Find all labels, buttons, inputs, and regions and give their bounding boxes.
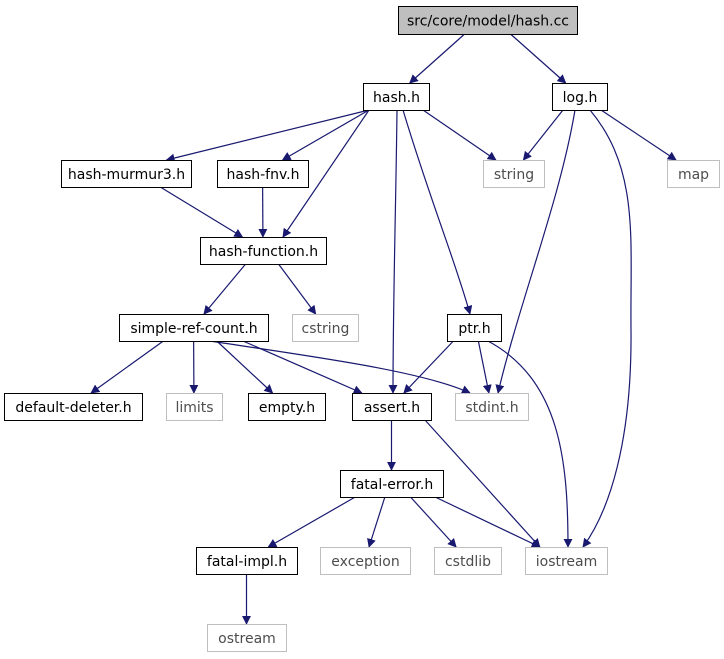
edge-hash-h-to-hash-function-h bbox=[282, 109, 370, 238]
edge-hash-h-to-string bbox=[422, 109, 497, 161]
node-assert-h[interactable]: assert.h bbox=[352, 393, 432, 421]
nodes-layer: src/core/model/hash.cc hash.h log.h hash-mu… bbox=[4, 6, 720, 652]
node-default-deleter-h-box bbox=[4, 393, 143, 421]
node-cstring: cstring bbox=[292, 314, 359, 342]
edge-root-to-log-h bbox=[510, 33, 567, 84]
edge-log-h-to-iostream bbox=[582, 109, 632, 548]
edge-log-h-to-map bbox=[600, 109, 677, 161]
edge-hash-h-to-ptr-h bbox=[402, 109, 473, 315]
node-fatal-impl-h-box bbox=[196, 547, 298, 575]
edge-hash-h-to-assert-h bbox=[388, 109, 398, 394]
node-fatal-error-h-label: fatal-error.h bbox=[351, 477, 433, 493]
node-fatal-impl-h[interactable]: fatal-impl.h bbox=[196, 547, 298, 575]
node-empty-h[interactable]: empty.h bbox=[248, 393, 326, 421]
node-simple-ref-count-h-box bbox=[119, 314, 269, 342]
node-fatal-error-h[interactable]: fatal-error.h bbox=[340, 470, 444, 498]
node-map-box bbox=[667, 160, 720, 188]
edge-fatal-error-h-to-iostream bbox=[434, 496, 541, 548]
edge-assert-h-to-iostream bbox=[424, 419, 541, 548]
node-hash-fnv-h[interactable]: hash-fnv.h bbox=[217, 160, 309, 188]
edge-ptr-h-to-stdint-h bbox=[477, 340, 492, 394]
node-log-h-label: log.h bbox=[563, 90, 598, 106]
node-assert-h-box bbox=[352, 393, 432, 421]
node-hash-function-h-label: hash-function.h bbox=[209, 244, 318, 260]
edge-ptr-h-to-iostream bbox=[487, 340, 573, 548]
edge-ptr-h-to-assert-h bbox=[403, 340, 454, 394]
node-iostream: iostream bbox=[525, 547, 608, 575]
node-stdint-h: stdint.h bbox=[455, 393, 529, 421]
node-exception-label: exception bbox=[331, 554, 399, 570]
node-cstring-label: cstring bbox=[302, 321, 350, 337]
node-log-h[interactable]: log.h bbox=[552, 83, 608, 111]
node-default-deleter-h[interactable]: default-deleter.h bbox=[4, 393, 143, 421]
edge-simple-ref-count-h-to-empty-h bbox=[216, 340, 274, 394]
node-fatal-error-h-box bbox=[340, 470, 444, 498]
node-hash-fnv-h-box bbox=[217, 160, 309, 188]
node-exception-box bbox=[320, 547, 411, 575]
node-fatal-impl-h-label: fatal-impl.h bbox=[207, 554, 287, 570]
node-iostream-box bbox=[525, 547, 608, 575]
node-ptr-h-box bbox=[447, 314, 502, 342]
node-string-label: string bbox=[494, 167, 534, 183]
edge-fatal-error-h-to-cstdlib bbox=[410, 496, 457, 548]
node-limits-box bbox=[166, 393, 223, 421]
edges-layer bbox=[90, 33, 677, 625]
node-default-deleter-h-label: default-deleter.h bbox=[15, 400, 131, 416]
node-hash-h-label: hash.h bbox=[373, 90, 420, 106]
node-ostream-box bbox=[207, 624, 287, 652]
node-ptr-h[interactable]: ptr.h bbox=[447, 314, 502, 342]
node-exception: exception bbox=[320, 547, 411, 575]
node-assert-h-label: assert.h bbox=[364, 400, 420, 416]
edge-hash-function-h-to-cstring bbox=[278, 263, 317, 315]
node-simple-ref-count-h[interactable]: simple-ref-count.h bbox=[119, 314, 269, 342]
node-cstdlib: cstdlib bbox=[434, 547, 502, 575]
node-limits: limits bbox=[166, 393, 223, 421]
edge-simple-ref-count-h-to-default-deleter-h bbox=[90, 340, 164, 394]
node-stdint-h-label: stdint.h bbox=[465, 400, 518, 416]
node-iostream-label: iostream bbox=[536, 554, 598, 570]
node-ostream: ostream bbox=[207, 624, 287, 652]
node-hash-fnv-h-label: hash-fnv.h bbox=[227, 167, 300, 183]
edge-hash-h-to-hash-fnv-h bbox=[281, 109, 370, 161]
edge-hash-h-to-hash-murmur3-h bbox=[165, 109, 370, 163]
edge-hash-murmur3-h-to-hash-function-h bbox=[159, 186, 244, 238]
edge-root-to-hash-h bbox=[409, 33, 466, 84]
node-map: map bbox=[667, 160, 720, 188]
node-root-box bbox=[398, 6, 578, 35]
edge-log-h-to-string bbox=[522, 109, 564, 161]
node-simple-ref-count-h-label: simple-ref-count.h bbox=[130, 321, 257, 337]
edge-hash-function-h-to-simple-ref-count-h bbox=[203, 263, 247, 315]
node-stdint-h-box bbox=[455, 393, 529, 421]
node-root[interactable]: src/core/model/hash.cc bbox=[398, 6, 578, 35]
edge-simple-ref-count-h-to-assert-h bbox=[242, 340, 363, 394]
node-cstring-box bbox=[292, 314, 359, 342]
edge-fatal-error-h-to-exception bbox=[367, 496, 386, 548]
node-cstdlib-box bbox=[434, 547, 502, 575]
edge-log-h-to-stdint-h bbox=[495, 109, 576, 394]
node-hash-h[interactable]: hash.h bbox=[363, 83, 430, 111]
node-string: string bbox=[483, 160, 545, 188]
node-hash-murmur3-h-box bbox=[61, 160, 192, 188]
node-limits-label: limits bbox=[175, 400, 213, 416]
node-hash-function-h-box bbox=[200, 237, 327, 265]
node-cstdlib-label: cstdlib bbox=[445, 554, 491, 570]
node-log-h-box bbox=[552, 83, 608, 111]
node-hash-murmur3-h[interactable]: hash-murmur3.h bbox=[61, 160, 192, 188]
edge-fatal-error-h-to-fatal-impl-h bbox=[267, 496, 356, 548]
edge-simple-ref-count-h-to-stdint-h bbox=[209, 340, 471, 394]
node-root-label: src/core/model/hash.cc bbox=[407, 14, 569, 30]
node-hash-h-box bbox=[363, 83, 430, 111]
node-empty-h-box bbox=[248, 393, 326, 421]
node-ostream-label: ostream bbox=[218, 631, 276, 647]
node-hash-function-h[interactable]: hash-function.h bbox=[200, 237, 327, 265]
node-ptr-h-label: ptr.h bbox=[458, 321, 490, 337]
node-map-label: map bbox=[678, 167, 709, 183]
node-hash-murmur3-h-label: hash-murmur3.h bbox=[68, 167, 185, 183]
node-string-box bbox=[483, 160, 545, 188]
node-empty-h-label: empty.h bbox=[259, 400, 315, 416]
